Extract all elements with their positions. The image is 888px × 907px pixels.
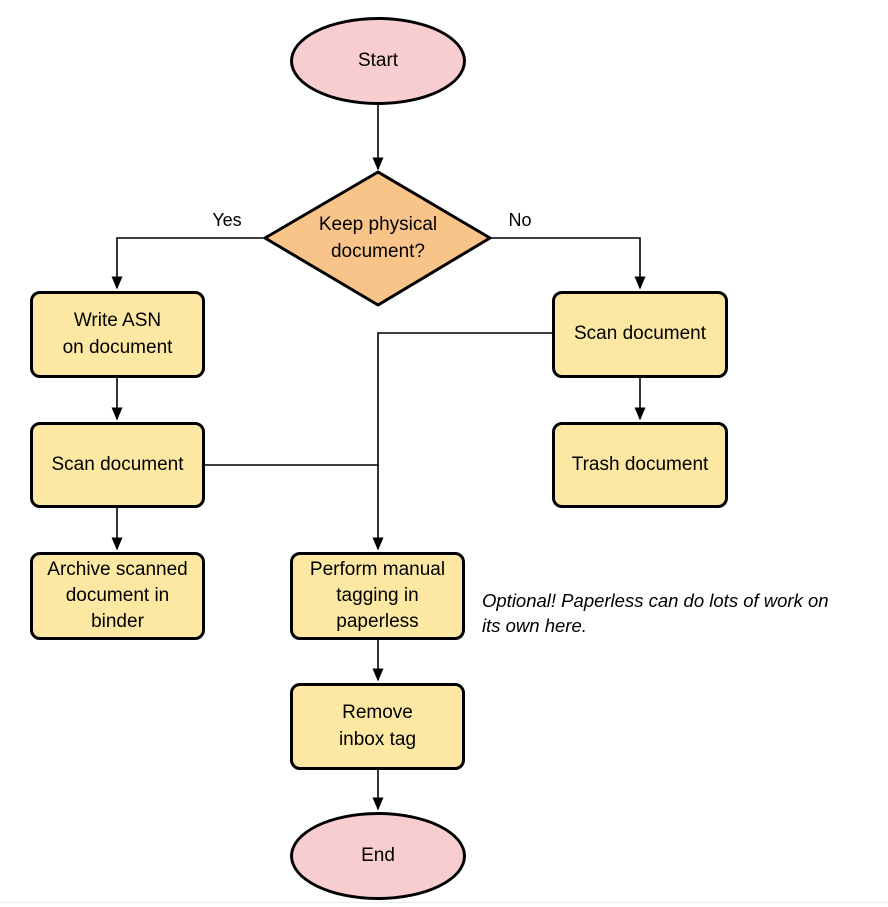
start-label: Start [357,49,399,71]
write-asn-node: Write ASN on document [30,291,205,378]
edge-decision-no-to-scan-right [489,237,646,290]
manual-tagging-label: Perform manual tagging in paperless [309,558,446,633]
trash-document-node: Trash document [552,422,728,508]
scan-document-left-label: Scan document [51,453,184,475]
scan-document-right-node: Scan document [552,291,728,378]
decision-diamond [263,170,492,307]
trash-document-label: Trash document [571,453,709,475]
manual-tagging-node: Perform manual tagging in paperless [290,552,465,640]
end-node: End [290,812,466,900]
start-node: Start [290,17,466,105]
archive-label: Archive scanned document in binder [47,558,188,633]
decision-label: Keep physical document? [318,214,438,262]
edge-label-no: No [508,210,532,230]
scan-document-left-node: Scan document [30,422,205,508]
scan-document-right-label: Scan document [573,323,707,345]
end-label: End [361,844,395,866]
edge-scan-right-to-tagging [372,332,553,551]
edge-decision-yes-to-write-asn [111,237,266,290]
bottom-divider [0,902,888,903]
remove-inbox-tag-label: Remove inbox tag [338,702,417,750]
archive-node: Archive scanned document in binder [30,552,205,640]
annotation-note: Optional! Paperless can do lots of work … [482,590,829,636]
write-asn-label: Write ASN on document [62,310,173,358]
edge-label-yes: Yes [212,210,242,230]
remove-inbox-tag-node: Remove inbox tag [290,683,465,770]
